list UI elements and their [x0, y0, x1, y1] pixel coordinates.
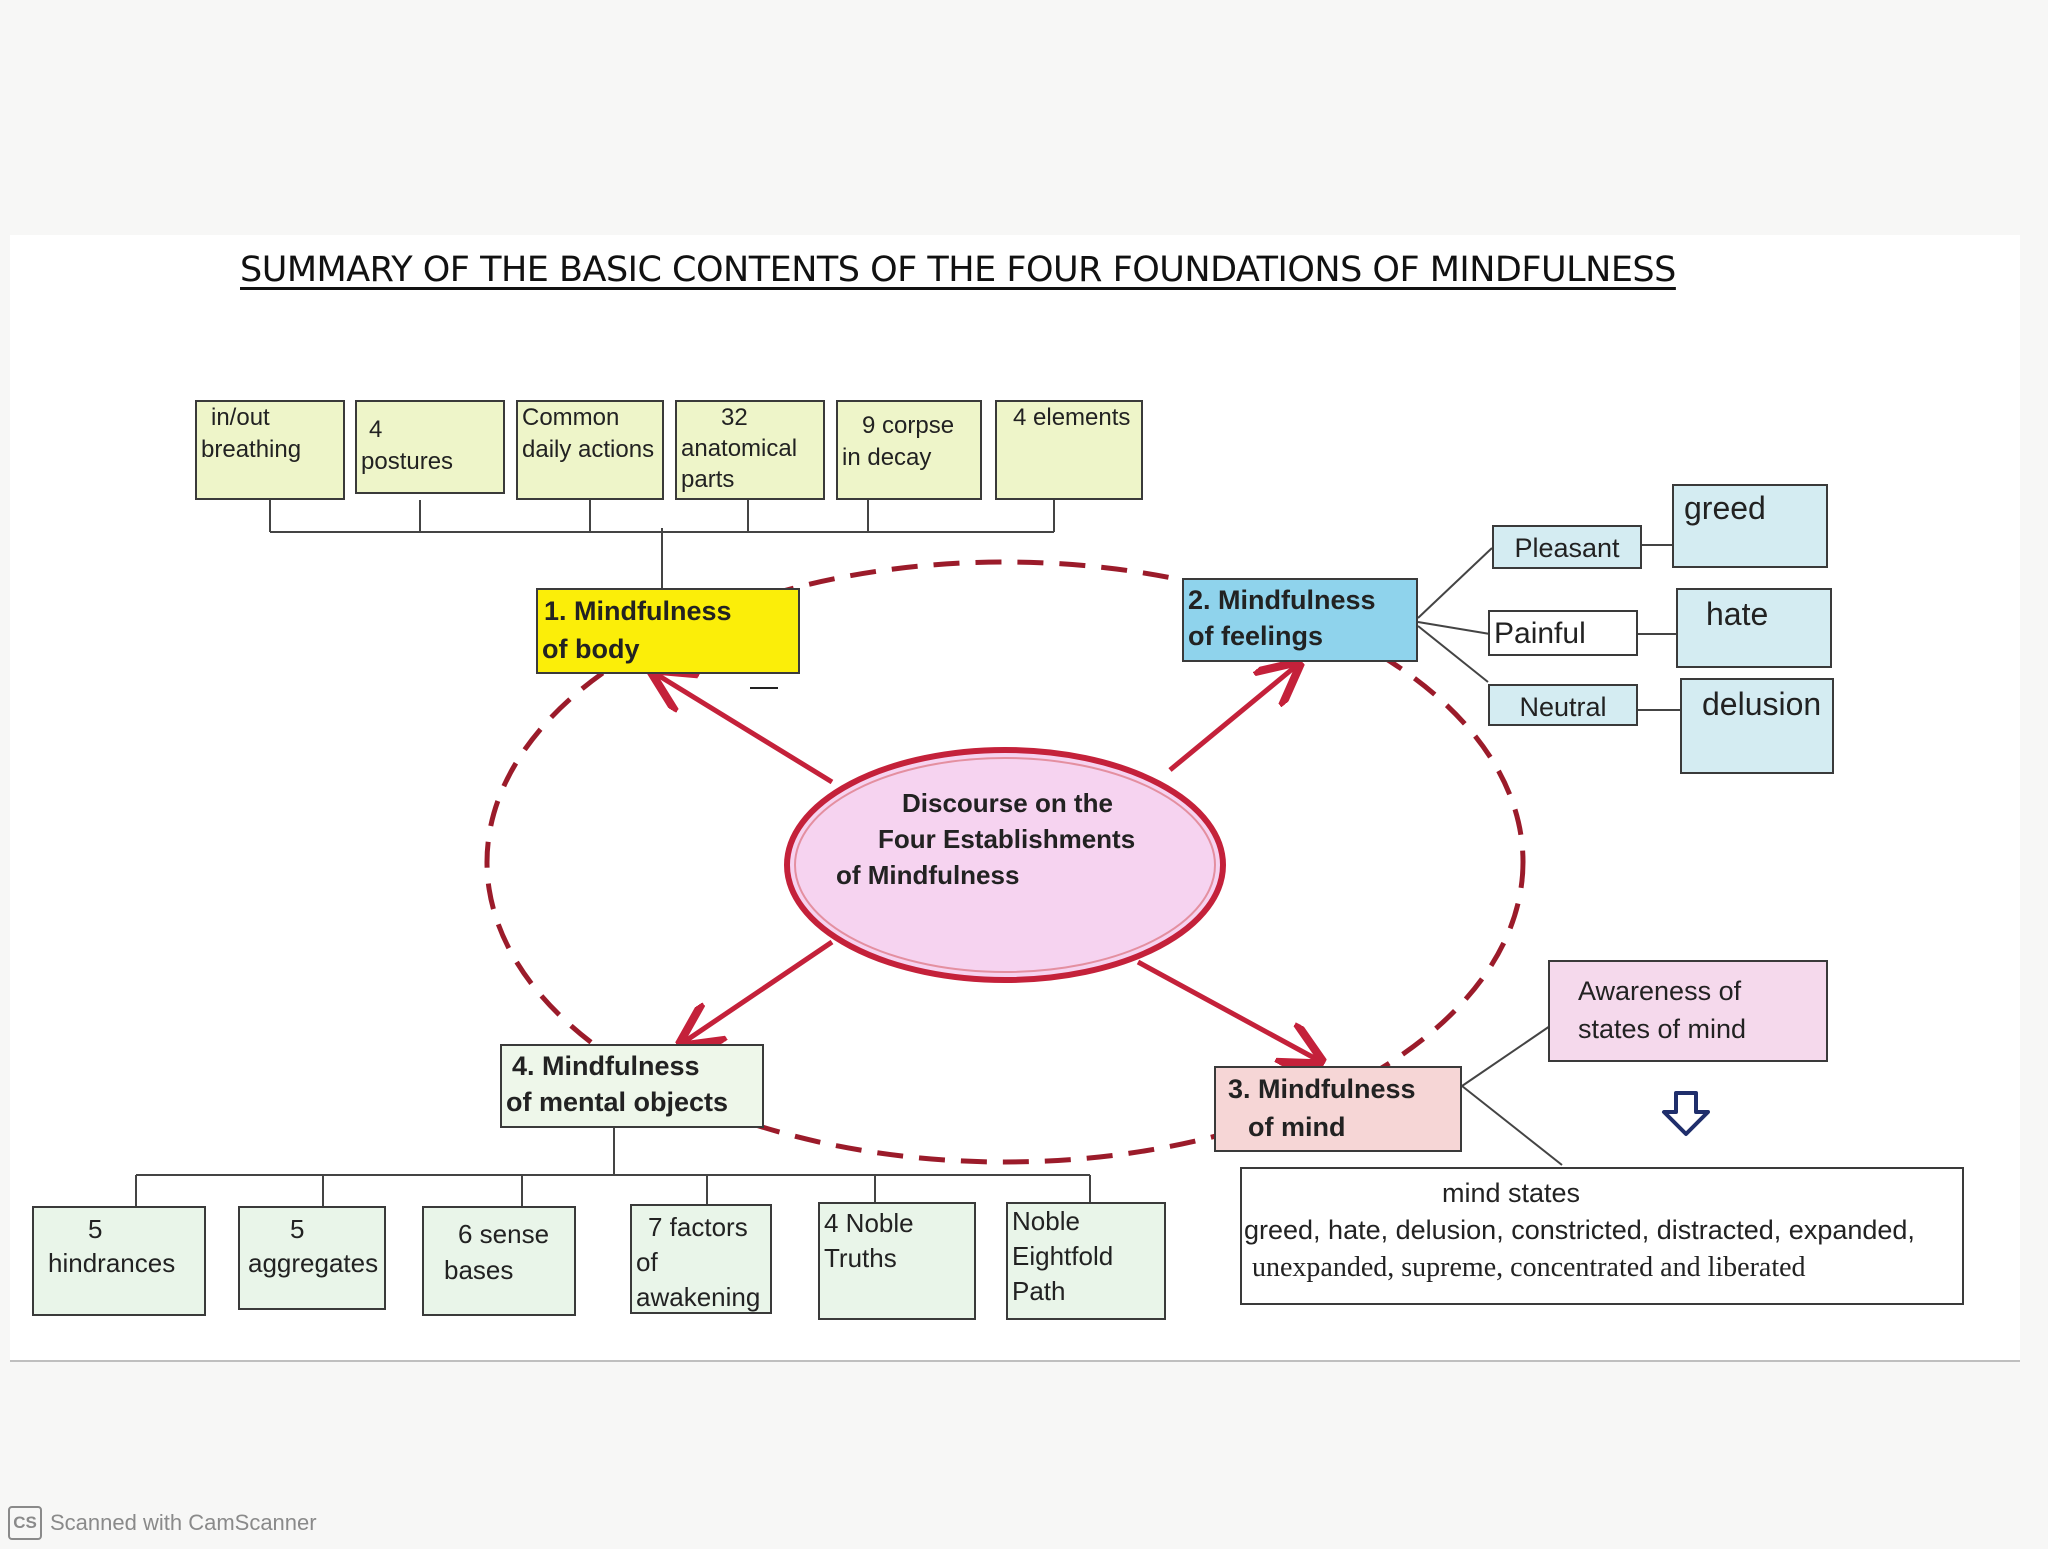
feeling-label: Painful: [1494, 617, 1586, 650]
arrow-to-mind: [1136, 959, 1318, 1060]
scanner-watermark: CS Scanned with CamScanner: [8, 1505, 317, 1541]
root-label: greed: [1684, 490, 1766, 526]
item-line: parts: [681, 466, 735, 493]
item-line: postures: [361, 448, 454, 475]
foundation-body: 1. Mindfulness of body: [536, 588, 800, 674]
feelings-tree-lines: [1417, 544, 1680, 711]
down-arrow-icon: [1662, 1091, 1710, 1136]
item-line: Noble: [1012, 1206, 1080, 1236]
foundation-label: of mind: [1248, 1112, 1346, 1142]
item-line: bases: [444, 1255, 514, 1285]
item-line: aggregates: [248, 1248, 379, 1278]
center-label: Discourse on the Four Establishments of …: [810, 785, 1210, 893]
root-hate: hate: [1676, 588, 1832, 668]
center-ellipse: [784, 747, 1226, 983]
item-line: 5: [290, 1214, 305, 1244]
item-line: 6 sense: [458, 1219, 550, 1249]
item-line: 5: [88, 1214, 103, 1244]
item-line: breathing: [201, 436, 302, 463]
foundation-label: 4. Mindfulness: [512, 1051, 700, 1081]
body-item-breathing: in/out breathing: [195, 400, 345, 500]
states-line: unexpanded, supreme, concentrated and li…: [1252, 1252, 1806, 1283]
center-line: Four Establishments: [878, 824, 1136, 854]
feeling-label: Neutral: [1519, 692, 1607, 722]
body-item-corpse-decay: 9 corpse in decay: [836, 400, 982, 500]
object-eightfold-path: Noble Eightfold Path: [1006, 1202, 1166, 1320]
mind-tree-lines: [1461, 1025, 1563, 1166]
item-line: awakening: [636, 1282, 761, 1312]
feeling-neutral: Neutral: [1488, 684, 1638, 726]
root-greed: greed: [1672, 484, 1828, 568]
item-line: 9 corpse: [862, 412, 955, 439]
arrow-to-body: [656, 674, 834, 785]
foundation-label: of feelings: [1188, 621, 1324, 651]
watermark-text: Scanned with CamScanner: [50, 1510, 317, 1535]
foundation-mind: 3. Mindfulness of mind: [1214, 1066, 1462, 1152]
diagram-title: SUMMARY OF THE BASIC CONTENTS OF THE FOU…: [240, 250, 1790, 290]
center-line: of Mindfulness: [836, 860, 1020, 890]
body-item-postures: 4 postures: [355, 400, 505, 494]
awareness-line: states of mind: [1578, 1014, 1747, 1044]
mind-states-box: mind states greed, hate, delusion, const…: [1240, 1167, 1964, 1305]
mind-awareness: Awareness of states of mind: [1548, 960, 1828, 1062]
item-line: anatomical: [681, 435, 798, 462]
item-line: of: [636, 1247, 658, 1277]
item-line: 4 elements: [1013, 404, 1131, 431]
foundation-label: 3. Mindfulness: [1228, 1074, 1416, 1104]
item-line: in decay: [842, 444, 932, 471]
awareness-line: Awareness of: [1578, 976, 1742, 1006]
root-label: delusion: [1702, 686, 1822, 722]
item-line: daily actions: [522, 436, 655, 463]
foundation-label: 1. Mindfulness: [544, 596, 732, 626]
item-line: 4 Noble: [824, 1208, 914, 1238]
item-line: Common: [522, 404, 620, 431]
foundation-label: 2. Mindfulness: [1188, 585, 1376, 615]
center-arrows: [656, 666, 1318, 1060]
states-title: mind states: [1442, 1178, 1581, 1208]
arrow-to-feelings: [1168, 666, 1296, 772]
body-item-elements: 4 elements: [995, 400, 1143, 500]
body-tree-lines: [269, 500, 1055, 588]
dashed-ring: [484, 559, 1526, 1165]
item-line: 4: [369, 416, 383, 443]
item-line: in/out: [211, 404, 270, 431]
item-line: Eightfold: [1012, 1241, 1114, 1271]
body-item-daily-actions: Common daily actions: [516, 400, 664, 500]
root-delusion: delusion: [1680, 678, 1834, 774]
item-line: Path: [1012, 1276, 1066, 1306]
title-text: SUMMARY OF THE BASIC CONTENTS OF THE FOU…: [240, 250, 1676, 290]
object-factors-awakening: 7 factors of awakening: [630, 1204, 772, 1314]
object-sense-bases: 6 sense bases: [422, 1206, 576, 1316]
arrow-to-objects: [684, 939, 834, 1042]
camscanner-logo-icon: CS: [8, 1506, 42, 1540]
objects-tree-lines: [135, 1127, 1091, 1206]
body-item-anatomical-parts: 32 anatomical parts: [675, 400, 825, 500]
foundation-mental-objects: 4. Mindfulness of mental objects: [500, 1044, 764, 1128]
item-line: 7 factors: [648, 1212, 748, 1242]
foundation-label: of mental objects: [506, 1087, 729, 1117]
foundation-label: of body: [542, 634, 640, 664]
center-line: Discourse on the: [902, 788, 1113, 818]
states-line: greed, hate, delusion, constricted, dist…: [1244, 1215, 1915, 1245]
root-label: hate: [1706, 596, 1769, 632]
foundation-feelings: 2. Mindfulness of feelings: [1182, 578, 1418, 662]
feeling-label: Pleasant: [1514, 533, 1620, 563]
feeling-pleasant: Pleasant: [1492, 525, 1642, 569]
item-line: hindrances: [48, 1248, 176, 1278]
item-line: Truths: [824, 1243, 897, 1273]
object-noble-truths: 4 Noble Truths: [818, 1202, 976, 1320]
item-line: 32: [721, 404, 748, 431]
feeling-painful: Painful: [1488, 610, 1638, 656]
object-aggregates: 5 aggregates: [238, 1206, 386, 1310]
object-hindrances: 5 hindrances: [32, 1206, 206, 1316]
